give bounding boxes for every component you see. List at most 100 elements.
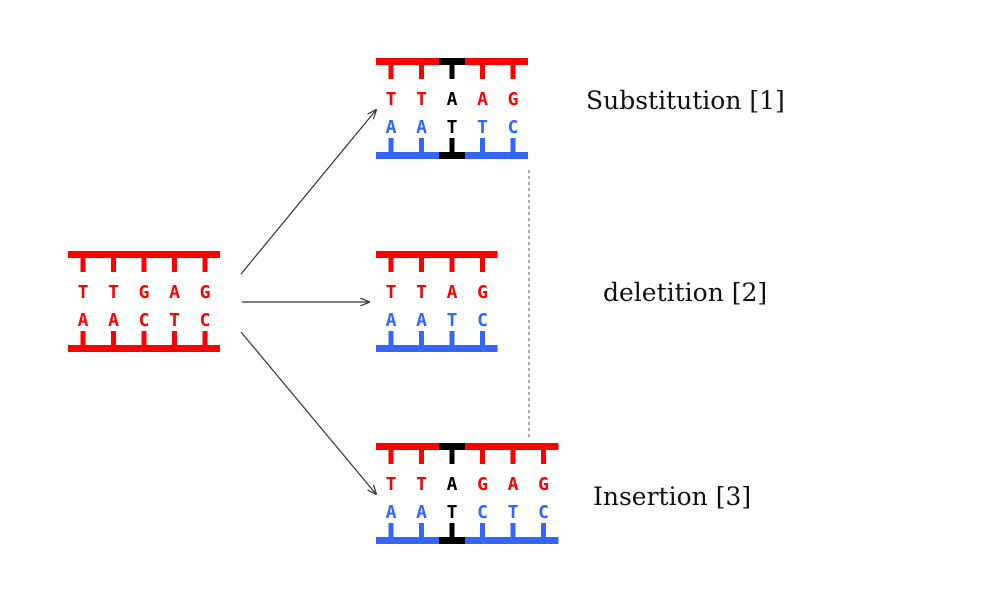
bottom-base-tick: [419, 523, 424, 538]
bottom-base-letter: A: [78, 310, 89, 331]
mutated-top-backbone-segment: [439, 443, 465, 450]
mutated-top-backbone-segment: [439, 58, 465, 65]
bottom-base-letter: A: [416, 502, 427, 523]
top-base-tick: [80, 257, 86, 272]
top-base-tick: [388, 64, 394, 79]
mutated-bottom-backbone-segment: [439, 152, 465, 159]
top-base-tick: [510, 449, 516, 464]
top-base-tick: [419, 64, 424, 79]
bottom-base-letter: T: [169, 310, 180, 331]
top-base-tick: [388, 449, 394, 464]
bottom-base-letter: T: [447, 117, 458, 138]
bottom-backbone: [376, 537, 559, 544]
top-base-tick: [111, 257, 116, 272]
substitution-label: Substitution [1]: [586, 86, 785, 115]
top-base-tick: [449, 449, 455, 464]
top-base-letter: G: [477, 474, 488, 495]
top-base-tick: [510, 64, 516, 79]
bottom-base-letter: C: [477, 502, 488, 523]
bottom-base-tick: [172, 331, 177, 346]
top-base-letter: T: [78, 282, 89, 303]
top-base-tick: [141, 257, 147, 272]
top-base-letter: G: [477, 282, 488, 303]
top-base-letter: A: [508, 474, 519, 495]
bottom-base-tick: [480, 138, 485, 153]
bottom-base-letter: T: [447, 502, 458, 523]
top-base-tick: [480, 449, 485, 464]
bottom-backbone: [376, 345, 498, 352]
bottom-base-letter: A: [386, 310, 397, 331]
top-base-tick: [172, 257, 177, 272]
top-base-letter: T: [386, 474, 397, 495]
bottom-base-tick: [449, 523, 455, 538]
top-base-tick: [202, 257, 208, 272]
top-base-letter: A: [477, 89, 488, 110]
bottom-base-tick: [480, 331, 485, 346]
top-base-letter: G: [139, 282, 150, 303]
bottom-base-tick: [80, 331, 86, 346]
bottom-base-tick: [111, 331, 116, 346]
bottom-base-tick: [541, 523, 546, 538]
top-base-letter: T: [108, 282, 119, 303]
bottom-base-letter: A: [416, 310, 427, 331]
top-backbone: [68, 251, 220, 258]
bottom-base-letter: T: [447, 310, 458, 331]
top-base-tick: [419, 449, 424, 464]
top-base-letter: G: [508, 89, 519, 110]
bottom-base-tick: [480, 523, 485, 538]
bottom-base-tick: [388, 523, 394, 538]
bottom-base-letter: A: [108, 310, 119, 331]
top-base-letter: A: [447, 282, 458, 303]
bottom-base-letter: C: [139, 310, 150, 331]
top-base-tick: [388, 257, 394, 272]
bottom-base-letter: C: [477, 310, 488, 331]
top-base-letter: G: [538, 474, 549, 495]
bottom-base-letter: C: [200, 310, 211, 331]
top-base-tick: [541, 449, 546, 464]
top-base-letter: T: [416, 474, 427, 495]
top-base-letter: A: [169, 282, 180, 303]
bottom-backbone: [68, 345, 220, 352]
bottom-base-letter: A: [386, 502, 397, 523]
bottom-base-tick: [141, 331, 147, 346]
bottom-base-letter: T: [508, 502, 519, 523]
mutated-bottom-backbone-segment: [439, 537, 465, 544]
deletion-label: deletition [2]: [603, 278, 768, 307]
bottom-base-tick: [388, 138, 394, 153]
top-base-letter: A: [447, 89, 458, 110]
bottom-base-letter: A: [416, 117, 427, 138]
top-base-letter: T: [416, 282, 427, 303]
bottom-base-tick: [449, 331, 455, 346]
bottom-base-tick: [510, 138, 516, 153]
bottom-base-tick: [419, 138, 424, 153]
top-base-tick: [480, 257, 485, 272]
top-base-letter: G: [200, 282, 211, 303]
bottom-base-letter: C: [508, 117, 519, 138]
arrow-to-insertion: [240, 331, 376, 494]
top-base-letter: A: [447, 474, 458, 495]
bottom-base-letter: A: [386, 117, 397, 138]
top-base-tick: [449, 64, 455, 79]
top-base-tick: [480, 64, 485, 79]
bottom-base-letter: T: [477, 117, 488, 138]
bottom-base-tick: [510, 523, 516, 538]
arrow-to-substitution: [240, 110, 376, 275]
top-base-letter: T: [386, 282, 397, 303]
top-backbone: [376, 251, 498, 258]
bottom-base-tick: [202, 331, 208, 346]
top-base-tick: [449, 257, 455, 272]
insertion-label: Insertion [3]: [593, 482, 752, 511]
bottom-base-tick: [449, 138, 455, 153]
top-base-letter: T: [386, 89, 397, 110]
top-backbone: [376, 443, 559, 450]
top-base-tick: [419, 257, 424, 272]
bottom-base-tick: [388, 331, 394, 346]
top-base-letter: T: [416, 89, 427, 110]
bottom-base-tick: [419, 331, 424, 346]
bottom-base-letter: C: [538, 502, 549, 523]
